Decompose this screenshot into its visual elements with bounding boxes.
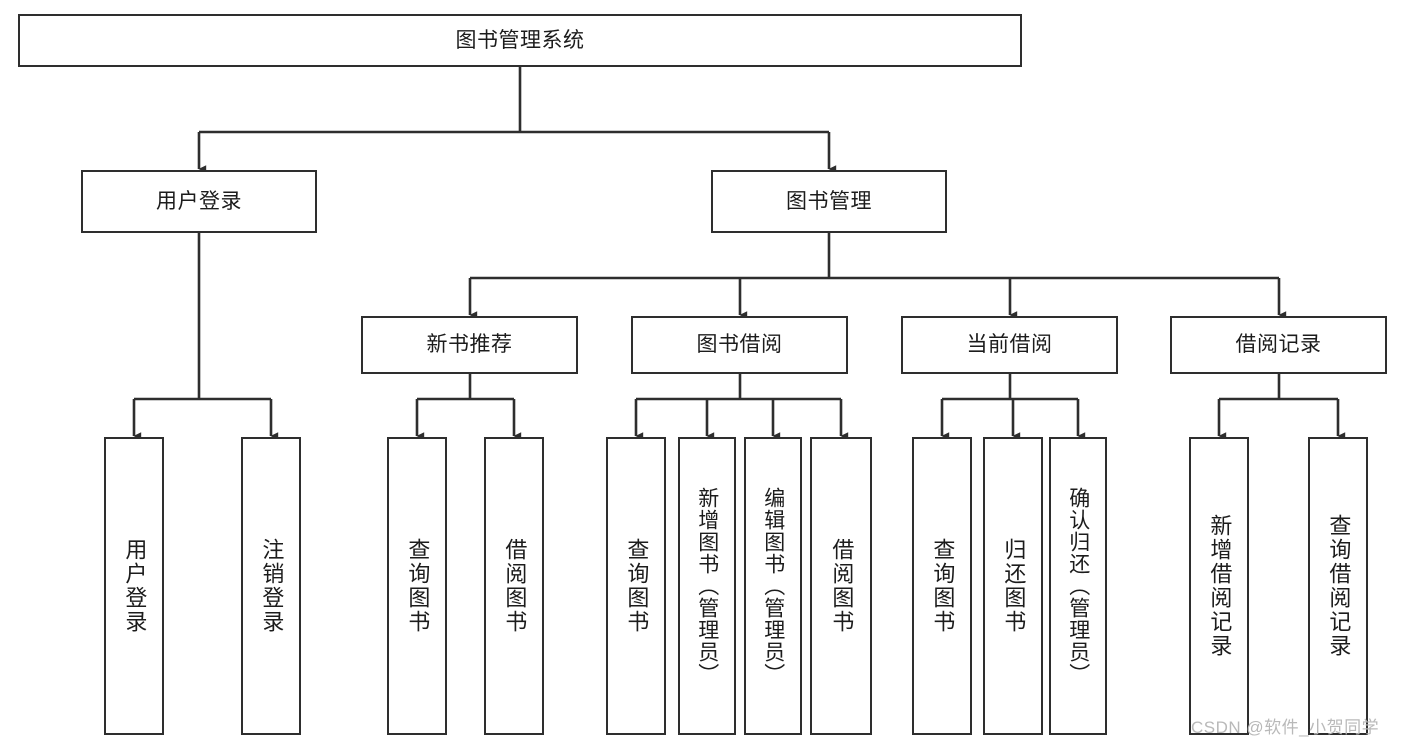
node-label-l-c-return: 归还图书 bbox=[1001, 538, 1027, 634]
node-label-l-login: 用户登录 bbox=[122, 538, 148, 634]
node-l-b-edit[interactable]: 编辑图书（管理员） bbox=[744, 437, 802, 735]
node-l-r-query[interactable]: 查询借阅记录 bbox=[1308, 437, 1368, 735]
node-label-l-nb-borrow: 借阅图书 bbox=[502, 538, 528, 634]
node-label-l-b-borrow: 借阅图书 bbox=[829, 538, 855, 634]
node-label-root: 图书管理系统 bbox=[455, 28, 585, 52]
node-label-l-r-query: 查询借阅记录 bbox=[1326, 514, 1352, 658]
node-bookmgmt[interactable]: 图书管理 bbox=[711, 170, 947, 233]
node-l-logout[interactable]: 注销登录 bbox=[241, 437, 301, 735]
node-root[interactable]: 图书管理系统 bbox=[18, 14, 1022, 67]
node-label-login: 用户登录 bbox=[156, 189, 242, 213]
node-label-l-nb-query: 查询图书 bbox=[405, 538, 431, 634]
node-label-bookmgmt: 图书管理 bbox=[786, 189, 872, 213]
node-label-l-b-edit: 编辑图书（管理员） bbox=[761, 487, 785, 685]
node-label-current: 当前借阅 bbox=[966, 333, 1053, 357]
edge-group bbox=[132, 67, 1346, 440]
node-l-b-query[interactable]: 查询图书 bbox=[606, 437, 666, 735]
node-l-r-add[interactable]: 新增借阅记录 bbox=[1189, 437, 1249, 735]
node-newbook[interactable]: 新书推荐 bbox=[361, 316, 578, 374]
node-label-borrow: 图书借阅 bbox=[696, 333, 783, 357]
node-l-c-query[interactable]: 查询图书 bbox=[912, 437, 972, 735]
node-l-b-add[interactable]: 新增图书（管理员） bbox=[678, 437, 736, 735]
node-login[interactable]: 用户登录 bbox=[81, 170, 317, 233]
node-l-c-confirm[interactable]: 确认归还（管理员） bbox=[1049, 437, 1107, 735]
node-label-l-c-query: 查询图书 bbox=[930, 538, 956, 634]
node-label-l-c-confirm: 确认归还（管理员） bbox=[1066, 487, 1090, 685]
node-label-newbook: 新书推荐 bbox=[426, 333, 513, 357]
node-l-login[interactable]: 用户登录 bbox=[104, 437, 164, 735]
node-borrow[interactable]: 图书借阅 bbox=[631, 316, 848, 374]
node-label-l-b-query: 查询图书 bbox=[624, 538, 650, 634]
node-l-nb-query[interactable]: 查询图书 bbox=[387, 437, 447, 735]
node-label-records: 借阅记录 bbox=[1235, 333, 1322, 357]
node-label-l-b-add: 新增图书（管理员） bbox=[695, 487, 719, 685]
node-l-c-return[interactable]: 归还图书 bbox=[983, 437, 1043, 735]
node-label-l-r-add: 新增借阅记录 bbox=[1207, 514, 1233, 658]
node-label-l-logout: 注销登录 bbox=[259, 538, 285, 634]
node-l-nb-borrow[interactable]: 借阅图书 bbox=[484, 437, 544, 735]
node-current[interactable]: 当前借阅 bbox=[901, 316, 1118, 374]
node-records[interactable]: 借阅记录 bbox=[1170, 316, 1387, 374]
node-l-b-borrow[interactable]: 借阅图书 bbox=[810, 437, 872, 735]
